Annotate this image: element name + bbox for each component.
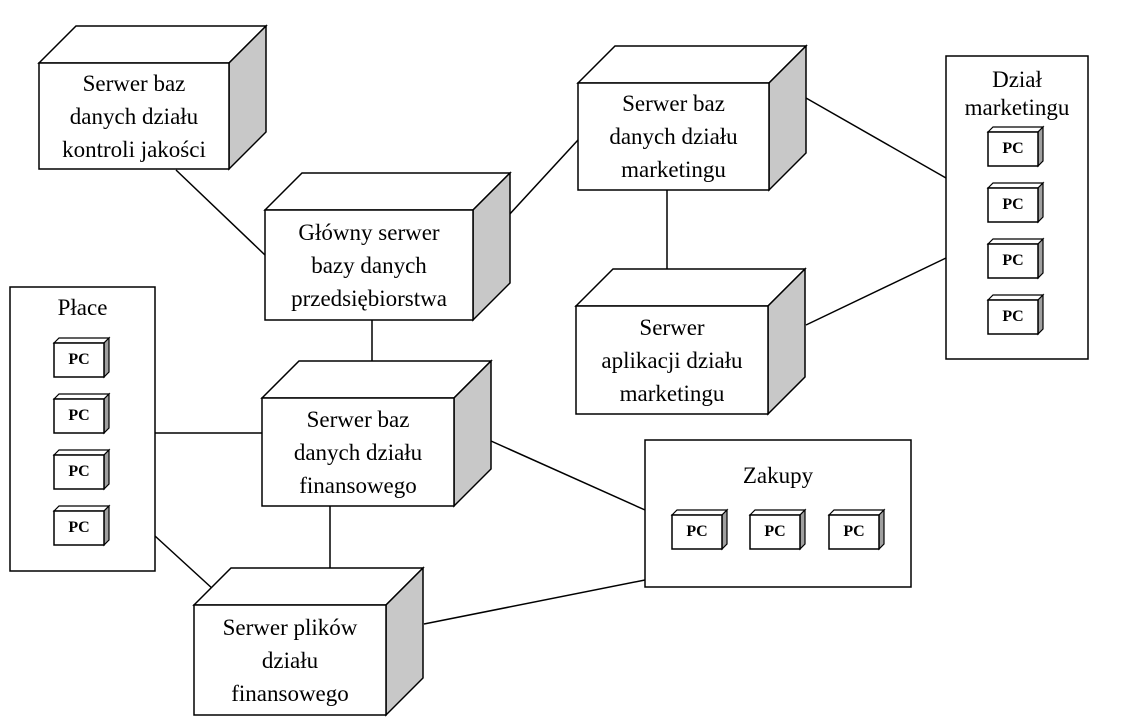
finance-file-server-label: Serwer plików działu finansowego bbox=[222, 614, 358, 706]
payroll-pc-label: PC bbox=[68, 463, 90, 480]
marketing-db-server-label: Serwer baz danych działu marketingu bbox=[609, 91, 738, 182]
purchasing-pc-label: PC bbox=[764, 523, 786, 540]
main-db-server-front-face bbox=[264, 209, 474, 321]
finance-db-server-label: Serwer baz danych działu finansowego bbox=[293, 406, 423, 498]
pc-icon bbox=[52, 392, 111, 435]
marketing-app-server-node bbox=[574, 267, 807, 416]
payroll-pc-label: PC bbox=[68, 407, 90, 424]
pc-icon bbox=[827, 508, 886, 551]
finance-db-server-top-face bbox=[260, 360, 493, 399]
pc-icon bbox=[986, 125, 1045, 168]
marketing-app-server-front-face bbox=[575, 305, 769, 415]
pc-icon bbox=[748, 508, 807, 551]
marketing-dept-pc-label: PC bbox=[1002, 308, 1024, 325]
finance-file-server-front-face bbox=[193, 604, 387, 716]
marketing-app-server-label: Serwer aplikacji działu marketingu bbox=[601, 314, 743, 406]
pc-icon bbox=[670, 508, 729, 551]
marketing-dept-pc-label: PC bbox=[1002, 140, 1024, 157]
purchasing-group bbox=[644, 439, 912, 588]
purchasing-pc-label: PC bbox=[686, 523, 708, 540]
pc-icon bbox=[986, 181, 1045, 224]
qc-db-server-label: Serwer baz danych działu kontroli jakośc… bbox=[62, 70, 206, 162]
qc-db-server-top-face bbox=[37, 25, 268, 64]
finance-file-server-top-face bbox=[192, 567, 425, 606]
payroll-group bbox=[9, 286, 156, 572]
marketing-db-server-front-face bbox=[577, 82, 770, 191]
connection-qc-db-server-to-main-db-server bbox=[175, 169, 266, 256]
marketing-app-server-top-face bbox=[574, 268, 807, 307]
marketing-dept-pc-label: PC bbox=[1002, 196, 1024, 213]
purchasing-pc-label: PC bbox=[843, 523, 865, 540]
marketing-dept-title: Dział marketingu bbox=[964, 67, 1070, 120]
finance-db-server-front-face bbox=[261, 397, 455, 507]
marketing-dept-pc-label: PC bbox=[1002, 252, 1024, 269]
pc-icon bbox=[986, 237, 1045, 280]
payroll-title: Płace bbox=[57, 295, 108, 320]
payroll-pc-label: PC bbox=[68, 519, 90, 536]
marketing-dept-group bbox=[945, 55, 1089, 360]
marketing-db-server-top-face bbox=[576, 45, 808, 84]
pc-icon bbox=[52, 504, 111, 547]
finance-db-server-node bbox=[260, 359, 493, 508]
main-db-server-node bbox=[263, 171, 512, 322]
connection-finance-file-server-to-purchasing bbox=[423, 579, 646, 625]
pc-icon bbox=[986, 293, 1045, 336]
qc-db-server-node bbox=[37, 24, 268, 171]
pc-icon bbox=[52, 336, 111, 379]
finance-file-server-node bbox=[192, 566, 425, 717]
purchasing-title: Zakupy bbox=[742, 463, 814, 488]
connection-finance-file-server-to-payroll bbox=[154, 535, 215, 591]
connection-finance-db-server-to-purchasing bbox=[490, 440, 646, 511]
qc-db-server-front-face bbox=[38, 62, 230, 170]
main-db-server-label: Główny serwer bazy danych przedsiębiorst… bbox=[291, 219, 447, 311]
marketing-db-server-node bbox=[576, 44, 808, 192]
main-db-server-top-face bbox=[263, 172, 512, 211]
connection-marketing-app-server-to-marketing-dept bbox=[805, 257, 947, 326]
pc-icon bbox=[52, 448, 111, 491]
payroll-pc-label: PC bbox=[68, 351, 90, 368]
connection-marketing-db-server-to-marketing-dept bbox=[805, 97, 947, 179]
